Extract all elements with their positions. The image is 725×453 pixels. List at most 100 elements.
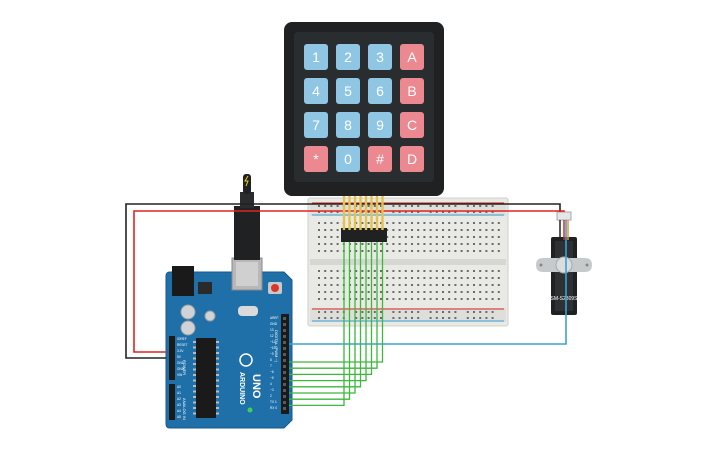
breadboard-hole [417, 270, 420, 272]
breadboard-hole [398, 270, 401, 272]
key-hash[interactable]: # [368, 146, 392, 172]
breadboard-hole [392, 229, 395, 231]
rail-hole [367, 205, 370, 207]
breadboard-hole [479, 222, 482, 224]
chip-leg [193, 368, 196, 371]
chip-leg [193, 412, 196, 415]
green-wire-7[interactable] [289, 242, 378, 369]
analog-header[interactable] [169, 384, 175, 420]
key-8[interactable]: 8 [336, 112, 360, 138]
green-wire-4[interactable] [289, 242, 362, 388]
key-4[interactable]: 4 [304, 78, 328, 104]
digital-pin-hole [283, 377, 286, 380]
breadboard-hole [330, 250, 333, 252]
breadboard-hole [411, 298, 413, 300]
key-1[interactable]: 1 [304, 44, 328, 70]
breadboard-hole [466, 236, 469, 238]
breadboard-hole [429, 222, 432, 224]
breadboard-hole [460, 229, 463, 231]
green-wire-6[interactable] [289, 242, 373, 376]
green-wire-1[interactable] [289, 242, 345, 407]
rail-hole [355, 317, 358, 319]
power-jack[interactable] [172, 266, 194, 296]
breadboard-hole [380, 270, 382, 272]
green-wire-2[interactable] [289, 242, 351, 400]
breadboard-hole [448, 229, 451, 231]
key-2[interactable]: 2 [336, 44, 360, 70]
digital-header-label: DIGITAL (PWM ~) [274, 330, 279, 363]
breadboard-hole [454, 298, 457, 300]
digital-pin-label: 12 [270, 334, 274, 338]
breadboard-hole [442, 291, 444, 293]
chip-leg [193, 407, 196, 409]
breadboard[interactable] [307, 197, 509, 327]
rail-hole [355, 205, 358, 207]
servo-motor[interactable]: SM-S2309S [536, 211, 592, 315]
rail-hole [435, 205, 438, 207]
breadboard-hole [373, 222, 376, 224]
breadboard-hole [460, 236, 463, 238]
breadboard-hole [479, 291, 482, 293]
breadboard-hole [479, 298, 482, 300]
chip-leg [193, 346, 196, 349]
rail-hole [318, 311, 320, 313]
key-3[interactable]: 3 [368, 44, 392, 70]
breadboard-hole [479, 270, 482, 272]
chip-leg [216, 363, 219, 365]
rail-hole [392, 205, 395, 207]
breadboard-hole [454, 270, 457, 272]
wire-blue-signal[interactable] [289, 220, 567, 345]
wire-red-5v[interactable] [133, 210, 565, 353]
key-6[interactable]: 6 [368, 78, 392, 104]
breadboard-hole [466, 229, 469, 231]
servo-horn-hub [555, 256, 573, 274]
breadboard-hole [485, 284, 488, 286]
key-7[interactable]: 7 [304, 112, 328, 138]
digital-pin-label: 4 [270, 382, 272, 386]
breadboard-hole [442, 229, 444, 231]
usb-port-inner [236, 262, 258, 286]
breadboard-hole [497, 229, 500, 231]
green-wire-8[interactable] [289, 242, 384, 363]
keypad-green-wires[interactable] [289, 196, 384, 407]
breadboard-hole [336, 222, 339, 224]
keypad-module[interactable]: 1 2 3 A 4 5 6 B 7 8 9 C * 0 # D [284, 22, 444, 196]
key-c[interactable]: C [400, 112, 424, 138]
key-b[interactable]: B [400, 78, 424, 104]
green-wire-3[interactable] [289, 242, 356, 394]
digital-pin-hole [283, 335, 286, 338]
breadboard-hole [373, 291, 376, 293]
digital-pin-label: GND [270, 322, 278, 326]
rail-hole [373, 311, 376, 313]
keypad-ribbon-pin [353, 196, 357, 230]
key-star[interactable]: * [304, 146, 328, 172]
power-header[interactable] [169, 336, 175, 380]
rail-hole [454, 205, 457, 207]
breadboard-hole [417, 291, 420, 293]
rail-hole [417, 205, 420, 207]
breadboard-hole [361, 243, 364, 245]
rail-hole [324, 311, 327, 313]
key-0[interactable]: 0 [336, 146, 360, 172]
breadboard-hole [404, 284, 407, 286]
breadboard-hole [336, 229, 339, 231]
digital-header[interactable] [281, 314, 289, 414]
key-5[interactable]: 5 [336, 78, 360, 104]
key-d[interactable]: D [400, 146, 424, 172]
digital-pin-hole [283, 383, 286, 386]
green-wire-5[interactable] [289, 242, 367, 382]
usb-cable[interactable] [234, 174, 260, 260]
breadboard-hole [386, 236, 389, 238]
key-9[interactable]: 9 [368, 112, 392, 138]
rail-hole [318, 211, 320, 213]
breadboard-hole [336, 291, 339, 293]
breadboard-hole [473, 229, 475, 231]
key-a[interactable]: A [400, 44, 424, 70]
wire-black-gnd[interactable] [125, 203, 561, 359]
breadboard-hole [324, 250, 327, 252]
breadboard-hole [460, 243, 463, 245]
rail-hole [398, 311, 401, 313]
breadboard-hole [435, 298, 438, 300]
chip-leg [193, 374, 196, 376]
arduino-board[interactable]: ARDUINO UNO DIGITAL (PWM ~) POWER ANALOG… [165, 257, 293, 429]
